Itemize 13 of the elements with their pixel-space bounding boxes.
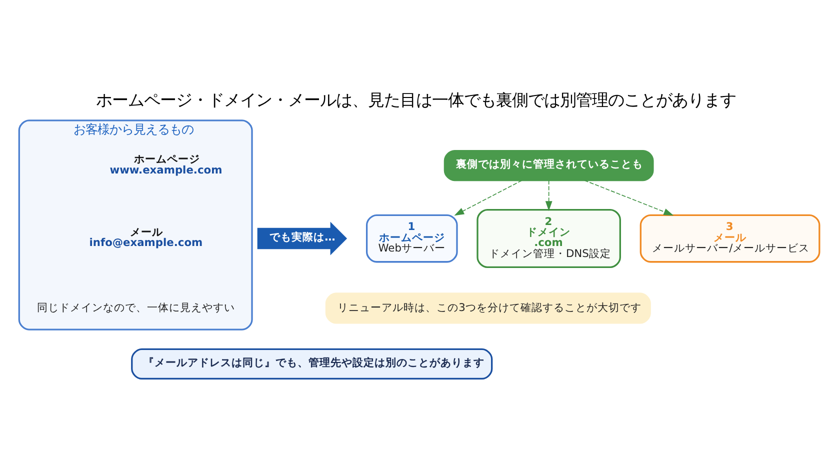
- arrow: [584, 180, 674, 216]
- arrow: [454, 180, 522, 216]
- node-box: 『メールアドレスは同じ』でも、管理先や設定は別のことがあります: [131, 348, 493, 380]
- node-box: リニューアル時は、この3つを分けて確認することが大切です: [325, 292, 651, 324]
- node-text: 同じドメインなので、一体に見えやすい: [37, 300, 236, 314]
- node-box: 3 メール メールサーバー/メールサービス: [640, 214, 820, 263]
- diagram-title: ホームページ・ドメイン・メールは、見た目は一体でも裏側では別管理のことがあります: [96, 90, 736, 110]
- node-box: 2 ドメイン .com ドメイン管理・DNS設定: [476, 209, 621, 268]
- node-text: メール info@example.com: [89, 226, 203, 250]
- node-box: 1 ホームページ Webサーバー: [366, 214, 458, 263]
- arrow: [545, 180, 552, 211]
- node-text: ホームページ www.example.com: [110, 152, 222, 176]
- node-box: 裏側では別々に管理されていることも: [444, 150, 654, 182]
